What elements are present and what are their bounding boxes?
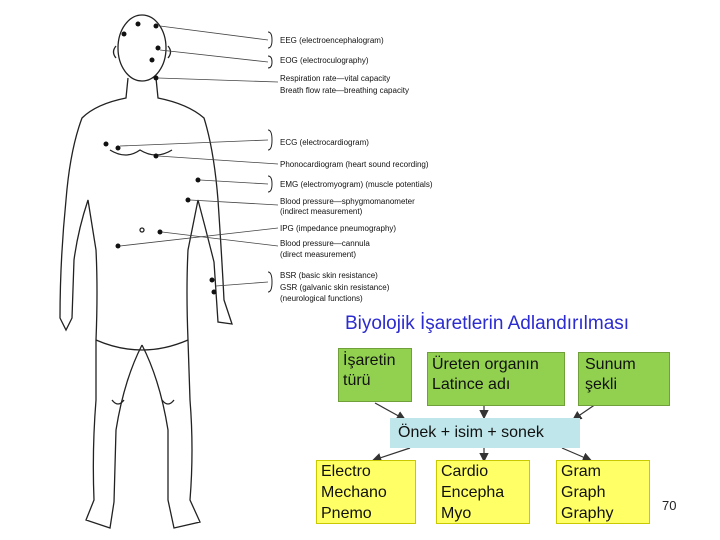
electrode-markers	[103, 21, 217, 295]
flow-arrows	[371, 402, 597, 463]
signal-type-line-1: İşaretin	[343, 352, 396, 369]
human-body-outline	[59, 14, 233, 529]
root-item: Cardio	[441, 463, 489, 480]
organ-latin-line-2: Latince adı	[432, 376, 511, 393]
root-item: Myo	[441, 505, 472, 522]
presentation-line-1: Sunum	[585, 356, 636, 373]
suffix-item: Gram	[561, 463, 601, 480]
label-gsr: GSR (galvanic skin resistance)	[280, 283, 390, 292]
signal-type-line-2: türü	[343, 372, 371, 389]
label-bp-cannula: Blood pressure—cannula	[280, 239, 370, 248]
label-bsr: BSR (basic skin resistance)	[280, 271, 378, 280]
label-direct: (direct measurement)	[280, 250, 356, 259]
arrow-type-to-formula	[374, 402, 407, 421]
prefix-item: Mechano	[321, 484, 387, 501]
presentation-box: Sunum şekli	[578, 352, 670, 406]
suffix-item: Graphy	[561, 505, 614, 522]
label-brackets	[267, 31, 273, 293]
root-item: Encepha	[441, 484, 505, 501]
label-phonocardiogram: Phonocardiogram (heart sound recording)	[280, 160, 429, 169]
label-neurological: (neurological functions)	[280, 294, 363, 303]
label-bp-sphygmo: Blood pressure—sphygmomanometer	[280, 197, 415, 206]
presentation-line-2: şekli	[585, 376, 618, 393]
leader-lines	[119, 25, 279, 287]
prefix-item: Electro	[321, 463, 371, 480]
label-indirect: (indirect measurement)	[280, 207, 363, 216]
arrow-presentation-to-formula	[572, 403, 597, 421]
root-box: Cardio Encepha Myo	[436, 460, 530, 524]
arrow-formula-to-prefixes	[371, 447, 411, 463]
label-emg: EMG (electromyogram) (muscle potentials)	[280, 180, 433, 189]
suffix-item: Graph	[561, 484, 606, 501]
signal-labels: EEG (electroencephalogram) EOG (electroc…	[280, 36, 433, 303]
suffix-box: Gram Graph Graphy	[556, 460, 650, 524]
label-eeg: EEG (electroencephalogram)	[280, 36, 384, 45]
label-ipg: IPG (impedance pneumography)	[280, 224, 396, 233]
label-ecg: ECG (electrocardiogram)	[280, 138, 369, 147]
page-number: 70	[662, 498, 677, 513]
arrow-formula-to-suffixes	[561, 447, 593, 462]
slide-title: Biyolojik İşaretlerin Adlandırılması	[345, 313, 630, 334]
signal-type-box: İşaretin türü	[338, 348, 412, 402]
formula-box: Önek + isim + sonek	[390, 418, 580, 448]
label-respiration: Respiration rate—vital capacity	[280, 74, 390, 83]
label-eog: EOG (electroculography)	[280, 56, 369, 65]
label-breath-flow: Breath flow rate—breathing capacity	[280, 86, 409, 95]
organ-latin-box: Üreten organın Latince adı	[427, 352, 565, 406]
prefix-box: Electro Mechano Pnemo	[316, 460, 416, 524]
prefix-item: Pnemo	[321, 505, 372, 522]
organ-latin-line-1: Üreten organın	[432, 356, 539, 373]
